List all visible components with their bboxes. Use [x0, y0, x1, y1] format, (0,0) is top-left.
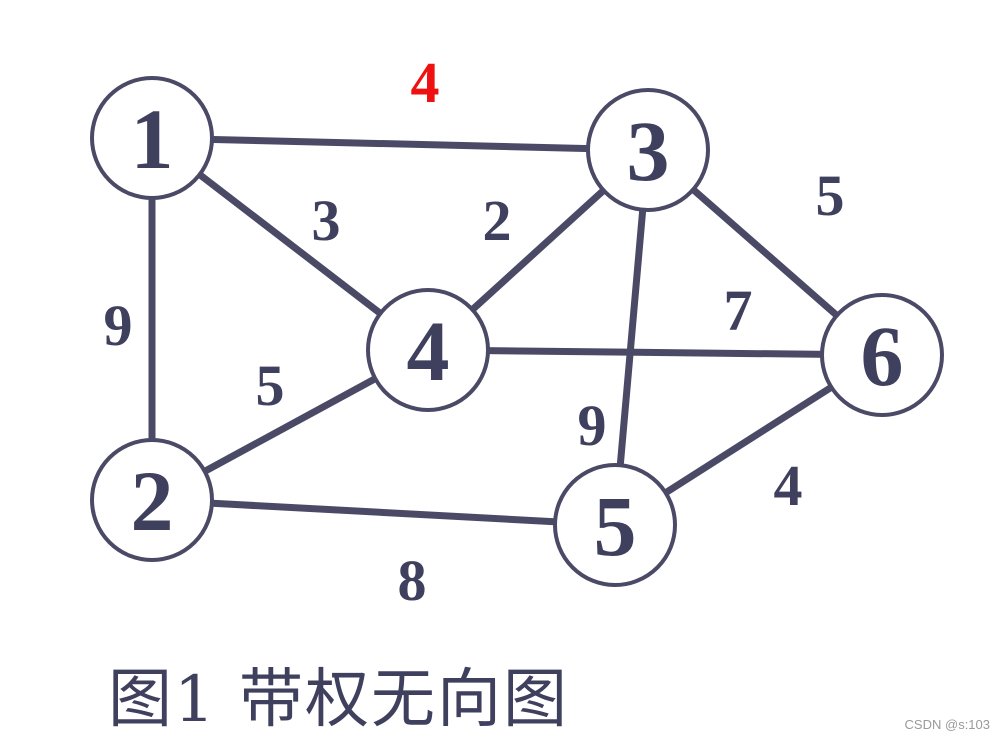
edge-weight-3-4: 2 [483, 188, 512, 253]
node-4: 4 [366, 288, 490, 412]
node-2: 2 [90, 438, 214, 562]
edge-weight-1-4: 3 [312, 188, 341, 253]
edge-weight-3-5: 9 [578, 393, 607, 458]
node-label: 2 [131, 453, 174, 549]
edge-weight-4-6: 7 [724, 278, 753, 343]
node-label: 5 [594, 478, 637, 574]
node-label: 1 [131, 91, 174, 187]
edges-layer [148, 134, 886, 529]
node-1: 1 [90, 76, 214, 200]
edge-2-5 [148, 496, 619, 529]
figure-caption: 图1 带权无向图 [108, 663, 570, 737]
node-circle [586, 88, 710, 212]
node-circle [90, 438, 214, 562]
node-3: 3 [586, 88, 710, 212]
nodes-layer: 1 2 3 4 5 6 [90, 76, 944, 587]
edge-3-5 [611, 146, 652, 529]
node-6: 6 [820, 293, 944, 417]
node-circle [820, 293, 944, 417]
edge-weight-1-2: 9 [104, 293, 133, 358]
node-circle [366, 288, 490, 412]
node-circle [553, 463, 677, 587]
node-label: 4 [407, 303, 450, 399]
edge-4-6 [424, 346, 886, 359]
edge-weight-2-4: 5 [256, 353, 285, 418]
node-label: 3 [627, 103, 670, 199]
edge-weight-5-6: 4 [774, 453, 803, 518]
edge-weight-3-6: 5 [816, 163, 845, 228]
edge-1-3 [148, 134, 652, 154]
edge-weight-2-5: 8 [398, 548, 427, 613]
node-circle [90, 76, 214, 200]
edge-weight-1-3: 4 [411, 50, 440, 115]
node-label: 6 [861, 308, 904, 404]
node-5: 5 [553, 463, 677, 587]
watermark: CSDN @s:103 [904, 717, 990, 732]
